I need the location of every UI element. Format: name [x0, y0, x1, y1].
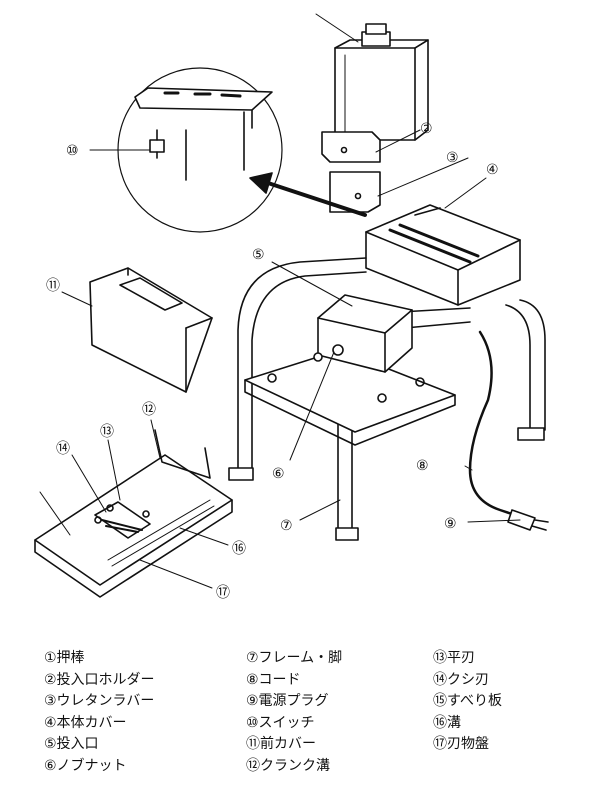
blade-disk-part [34, 429, 233, 598]
frame-part [228, 257, 546, 541]
parts-diagram: ② ③ ④ ⑤ ⑥ ⑦ ⑧ ⑨ ⑩ ⑪ ⑫ ⑬ ⑭ ⑯ ⑰ [34, 13, 549, 601]
callout-7: ⑦ [280, 518, 293, 534]
callout-5: ⑤ [252, 247, 265, 263]
pusher-part [334, 23, 429, 141]
callout-8: ⑧ [416, 458, 429, 474]
callout-3: ③ [446, 150, 459, 166]
legend-item-9: ⑨電源プラグ [246, 693, 329, 709]
legend-column-3: ⑬平刃 ⑭クシ刃 ⑮すべり板 ⑯溝 ⑰刃物盤 [433, 648, 502, 756]
legend-item-6: ⑥ノブナット [44, 757, 127, 774]
callout-labels: ② ③ ④ ⑤ ⑥ ⑦ ⑧ ⑨ ⑩ ⑪ ⑫ ⑬ ⑭ ⑯ ⑰ [46, 121, 499, 601]
legend-item-3: ③ウレタンラバー [44, 693, 155, 709]
body-cover-part [365, 204, 521, 306]
legend-item-15: ⑮すべり板 [433, 693, 503, 709]
callout-4: ④ [486, 162, 499, 178]
legend-column-2: ⑦フレーム・脚 ⑧コード ⑨電源プラグ ⑩スイッチ ⑪前カバー ⑫クランク溝 [246, 648, 342, 777]
leader-lines [39, 13, 521, 589]
legend-item-14: ⑭クシ刃 [433, 671, 489, 688]
legend-item-8: ⑧コード [246, 671, 301, 688]
legend-column-1: ①押棒 ②投入口ホルダー ③ウレタンラバー ④本体カバー ⑤投入口 ⑥ノブナット [44, 648, 155, 777]
legend-item-10: ⑩スイッチ [246, 714, 315, 731]
callout-9: ⑨ [444, 516, 457, 532]
legend-item-2: ②投入口ホルダー [44, 671, 155, 688]
legend-item-12: ⑫クランク溝 [246, 757, 330, 774]
callout-17: ⑰ [216, 585, 230, 601]
legend-item-7: ⑦フレーム・脚 [246, 650, 343, 666]
legend-item-13: ⑬平刃 [433, 650, 475, 666]
callout-10: ⑩ [66, 143, 79, 159]
legend-item-17: ⑰刃物盤 [433, 736, 489, 752]
legend-item-4: ④本体カバー [44, 714, 127, 731]
front-cover-part [89, 267, 213, 393]
callout-11: ⑪ [46, 278, 60, 294]
callout-2: ② [420, 121, 433, 137]
legend-item-1: ①押棒 [44, 650, 85, 666]
callout-16: ⑯ [232, 541, 246, 557]
legend-item-16: ⑯溝 [433, 714, 461, 731]
callout-14: ⑭ [56, 441, 70, 457]
direction-arrow [249, 172, 367, 217]
callout-6: ⑥ [272, 466, 285, 482]
cord-plug-part [468, 330, 549, 531]
inlet-holder-part [321, 131, 381, 213]
legend-item-5: ⑤投入口 [44, 736, 99, 752]
inlet-part [313, 294, 413, 373]
callout-12: ⑫ [142, 402, 156, 418]
callout-13: ⑬ [100, 424, 114, 440]
legend-item-11: ⑪前カバー [246, 736, 316, 752]
